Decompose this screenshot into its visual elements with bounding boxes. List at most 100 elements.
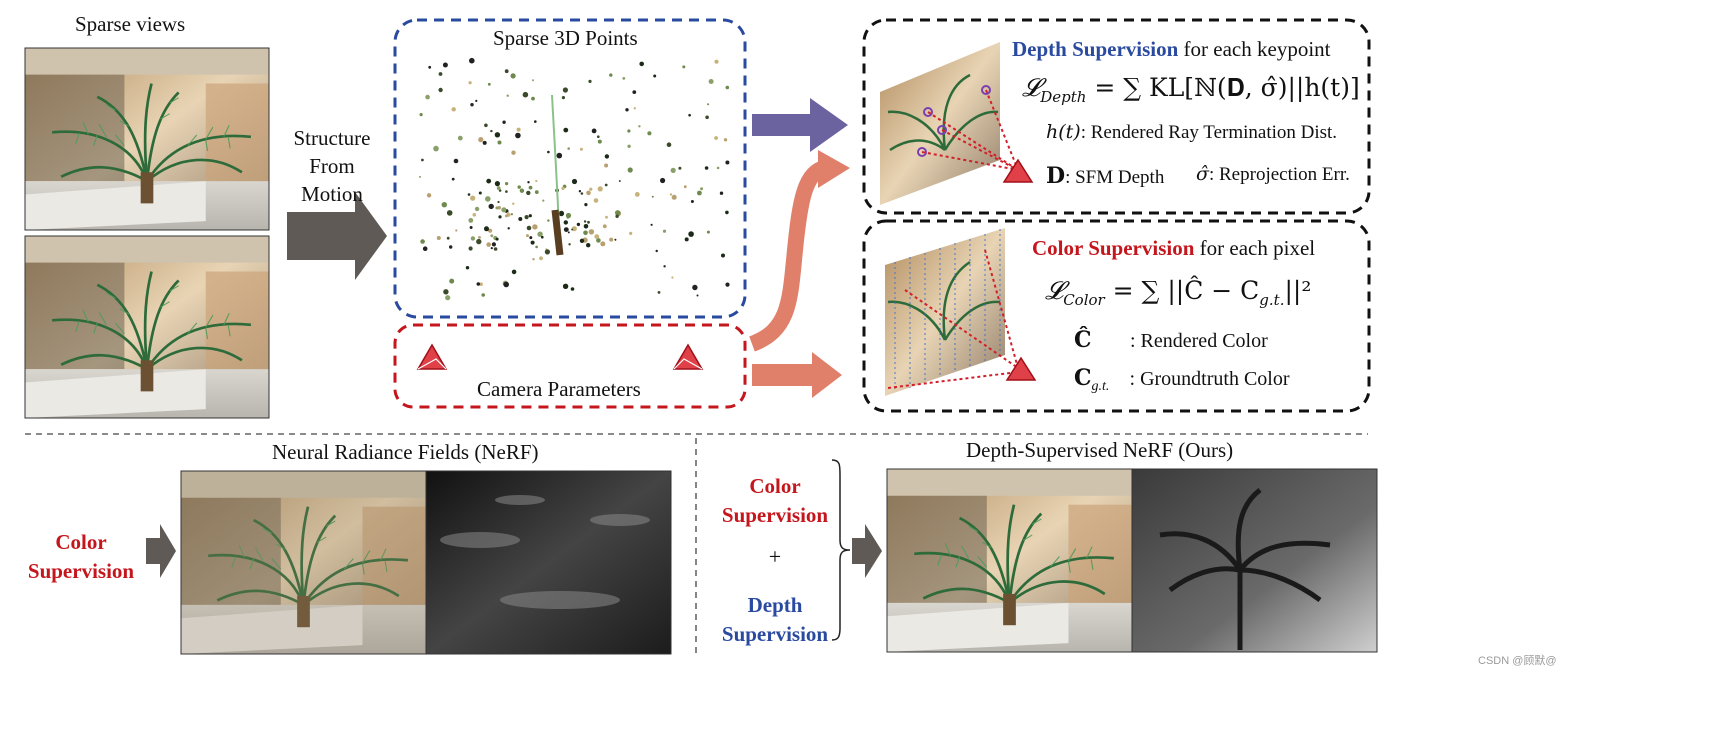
supervision-brace [831, 459, 851, 641]
dsnerf-depth-sup-line-1: Depth [747, 593, 803, 617]
sparse-point [653, 74, 657, 78]
sparse-point [570, 287, 575, 291]
sparse-point [602, 224, 607, 229]
sparse-point [493, 247, 498, 251]
sparse-view-photo-1 [24, 47, 270, 231]
ds-nerf-input-arrow [852, 524, 882, 578]
sparse-point [481, 293, 486, 297]
sparse-point [614, 238, 617, 241]
sparse-point [445, 295, 451, 301]
sparse-point [470, 236, 476, 241]
color-loss-rhs: = ∑ ||Ĉ − C [1112, 276, 1260, 305]
sparse-point [511, 150, 516, 155]
sparse-point [515, 132, 521, 139]
c-hat-symbol: Ĉ [1074, 327, 1092, 353]
sparse-point [496, 186, 501, 191]
c-hat-desc: : Rendered Color [1130, 330, 1268, 352]
sparse-point [490, 129, 493, 133]
sparse-point [558, 210, 565, 217]
sparse-point [609, 73, 613, 77]
sparse-point [512, 202, 515, 205]
c-gt-desc: : Groundtruth Color [1129, 368, 1290, 390]
camera-icon-right [672, 343, 704, 370]
sparse-point [688, 231, 694, 237]
sparse-point [472, 213, 477, 217]
sparse-point [494, 132, 501, 138]
sparse-point [707, 103, 710, 106]
sparse-point [506, 212, 510, 215]
sigma-definition: σ̂: Reprojection Err. [1196, 163, 1350, 186]
sparse-point [491, 242, 496, 247]
sparse-point [704, 166, 709, 170]
nerf-rgb-render [180, 470, 427, 655]
sparse-point [692, 284, 698, 291]
camera-icon-left [416, 343, 448, 370]
color-loss-formula: 𝓛Color = ∑ ||Ĉ − Cg.t.||² [1045, 276, 1311, 309]
sparse-point [469, 57, 475, 64]
sparse-point [537, 231, 543, 237]
sparse-point [669, 193, 673, 196]
depth-loss-lhs: 𝓛 [1022, 73, 1041, 102]
sparse-point [583, 230, 588, 236]
sfm-label-line-3: Motion [301, 182, 363, 206]
sparse-point [467, 193, 471, 196]
sparse-point [604, 163, 609, 168]
depth-supervision-label: Depth Supervision [1012, 37, 1179, 61]
sparse-point [490, 247, 493, 250]
sparse-point [600, 241, 606, 247]
dsnerf-rgb-render [886, 468, 1133, 653]
sparse-point [526, 234, 529, 238]
sparse-point [468, 246, 473, 251]
sparse-point [542, 199, 545, 202]
sparse-point [527, 181, 530, 184]
sparse-point [583, 220, 587, 223]
sparse-point [663, 265, 666, 268]
sparse-point [522, 91, 529, 98]
plus-sign: + [768, 544, 782, 569]
sparse-point [562, 283, 569, 289]
sparse-point [571, 228, 574, 231]
sparse-point [419, 175, 421, 178]
d-symbol: 𝐃 [1046, 163, 1066, 189]
sparse-point [446, 210, 453, 216]
sparse-point [421, 158, 424, 162]
sparse-point [511, 269, 517, 275]
sparse-point [561, 186, 565, 190]
sparse-point [684, 237, 689, 242]
d-definition: 𝐃: SFM Depth [1046, 163, 1164, 189]
sparse-point [571, 178, 578, 185]
sparse-point [671, 276, 674, 279]
sparse-point [593, 198, 599, 203]
sparse-point [682, 65, 686, 69]
sparse-point [420, 239, 425, 244]
sparse-point [497, 140, 502, 145]
dsnerf-title: Depth-Supervised NeRF (Ours) [966, 438, 1234, 462]
sparse-point [583, 224, 589, 229]
color-loss-lhs: 𝓛 [1045, 276, 1064, 305]
sparse-point [497, 205, 502, 210]
dsnerf-depth-supervision: Depth Supervision [712, 591, 838, 649]
sparse-point [425, 94, 430, 100]
camera-params-box [393, 323, 747, 409]
sparse-point [475, 99, 478, 102]
sparse-point [721, 253, 725, 258]
sparse-points-box [393, 18, 747, 319]
sparse-point [438, 72, 443, 76]
sparse-point [638, 125, 641, 128]
sparse-point [588, 229, 595, 235]
sparse-point [563, 227, 569, 233]
sfm-label-line-1: Structure [293, 126, 371, 150]
sparse-point [615, 214, 619, 218]
c-gt-definition: Cg.t.: Groundtruth Color [1074, 365, 1290, 395]
sparse-point [505, 214, 508, 218]
sparse-point [584, 203, 588, 207]
c-hat-definition: Ĉ : Rendered Color [1074, 327, 1268, 353]
sparse-point [697, 190, 702, 196]
sigma-symbol: σ̂ [1196, 163, 1209, 185]
sparse-point [627, 129, 631, 133]
sparse-point [504, 69, 509, 74]
sfm-label: Structure From Motion [290, 124, 374, 208]
sparse-points-title: Sparse 3D Points [493, 26, 638, 50]
depth-loss-sub: Depth [1040, 88, 1087, 106]
color-pixel-image [885, 228, 1037, 396]
